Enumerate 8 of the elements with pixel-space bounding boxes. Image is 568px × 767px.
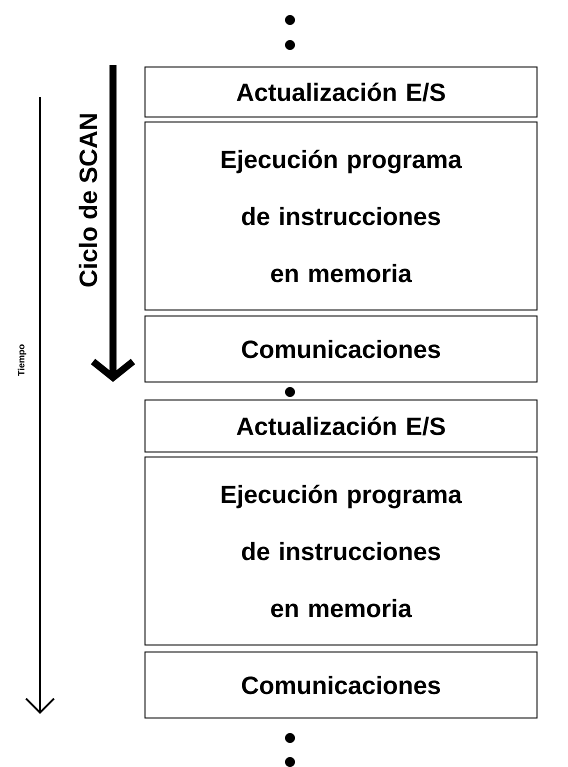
process-box: Actualización E/S <box>144 400 538 452</box>
process-box: Ejecución programa de instrucciones en memoria <box>144 456 538 646</box>
axis-label: Ciclo de SCAN <box>78 114 98 286</box>
process-box: Comunicaciones <box>144 316 538 382</box>
process-box: Actualización E/S <box>144 66 538 118</box>
process-box: Ejecución programa de instrucciones en memoria <box>144 122 538 310</box>
axis-label: Tiempo <box>18 344 26 376</box>
process-box: Comunicaciones <box>144 652 538 718</box>
